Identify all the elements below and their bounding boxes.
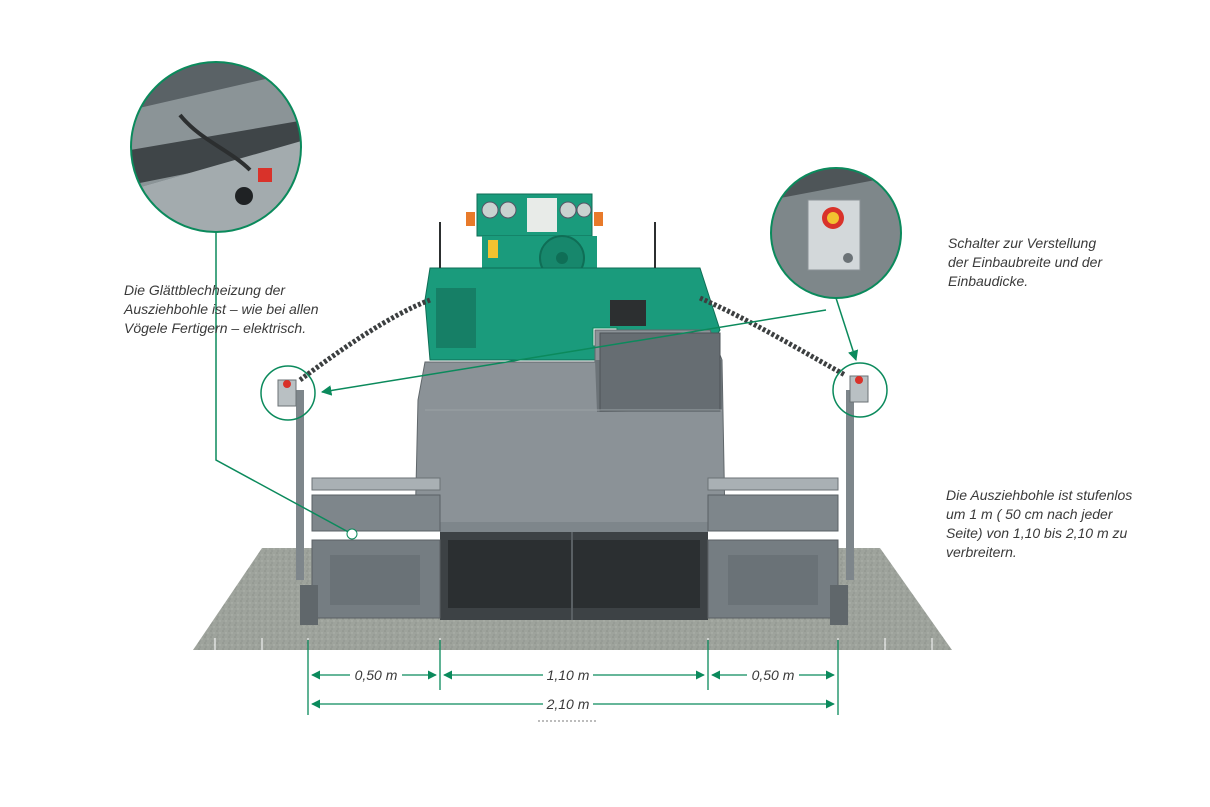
extension-screed-right [707,390,854,625]
callout-leaders [215,232,859,535]
hydraulic-hose-left [298,297,431,383]
detail-heating-photo [130,61,302,233]
extension-screed-left [296,390,441,625]
dimension-label-total: 2,10 m [546,696,590,712]
dimension-label-basic: 1,10 m [547,667,590,683]
heating-annotation: Die Glättblechheizung der Ausziehbohle i… [124,282,319,336]
switch-highlight-left [260,365,316,421]
heating-callout-dot [346,528,358,540]
dimension-label-left: 0,50 m [355,667,398,683]
hydraulic-hose-right [698,295,847,378]
control-console [466,193,603,281]
extension-annotation: Die Ausziehbohle ist stufenlos um 1 m ( … [946,487,1133,560]
dimension-label-right: 0,50 m [752,667,795,683]
dimension-lines [307,640,839,715]
detail-switch-photo [770,167,902,299]
switch-highlight-right [832,362,888,418]
switch-annotation: Schalter zur Verstellung der Einbaubreit… [948,235,1103,289]
